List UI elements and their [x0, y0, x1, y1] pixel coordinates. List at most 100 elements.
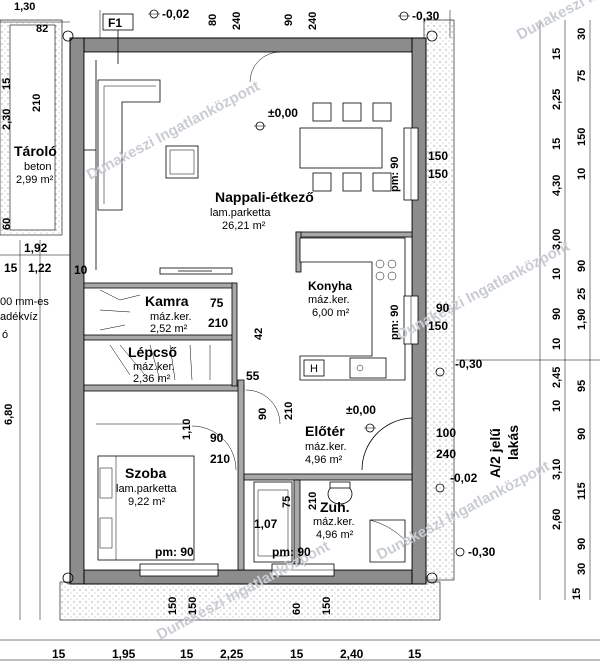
right-inner-2: 150	[576, 128, 588, 146]
room-szoba-floor: lam.parketta	[116, 483, 177, 495]
door-szoba-side: 1,10	[181, 419, 193, 440]
left-dim-7: 10	[74, 263, 88, 277]
door-szoba-len: 1,07	[254, 517, 278, 531]
room-szoba-area: 9,22 m²	[128, 496, 166, 508]
bottom-v-0: 150	[167, 597, 179, 615]
room-zuh-floor: máz.ker.	[313, 516, 355, 528]
right-inner-9: 90	[576, 428, 588, 440]
top-dimensions: 1,30 82 80 240 90 240	[14, 1, 319, 35]
right-inner-7: 10	[551, 338, 563, 350]
top-dim-0: 1,30	[14, 1, 35, 13]
room-konyha-area: 6,00 m²	[312, 307, 350, 319]
door-szoba-h: 210	[210, 452, 230, 466]
room-lepcso-floor: máz.ker.	[133, 361, 175, 373]
room-eloter-floor: máz.ker.	[305, 441, 347, 453]
door-eloter-b: 210	[283, 402, 295, 420]
kitchen-counter	[299, 237, 406, 381]
room-zuh-name: Zuh.	[320, 499, 350, 515]
level-nappali: ±0,00	[268, 106, 298, 120]
sofa	[97, 79, 199, 211]
door-eloter-a: 90	[257, 408, 269, 420]
right-outer-8: 10	[551, 400, 563, 412]
window-label-right-top: pm: 90	[389, 157, 401, 192]
bottom-dim-2: 15	[180, 647, 194, 661]
right-inner-0: 30	[576, 28, 588, 40]
right-inner-1: 75	[576, 70, 588, 82]
storage-left-inner	[9, 24, 56, 231]
top-dim-2: 80	[207, 14, 219, 26]
room-door-1	[191, 425, 237, 471]
right-inner-8: 95	[576, 380, 588, 392]
right-outer-0: 15	[551, 48, 563, 60]
left-dim-4: 1,92	[24, 241, 48, 255]
room-kamra-floor: máz.ker.	[150, 311, 192, 323]
bottom-dim-4: 15	[290, 647, 304, 661]
window-label-bottom-left: pm: 90	[155, 545, 194, 559]
room-kamra-area: 2,52 m²	[150, 323, 188, 335]
window-labels: pm: 90 pm: 90 pm: 90 pm: 90 150 150 90 1…	[155, 149, 450, 559]
left-dimensions: 15 2,30 210 60 1,92 15 1,22 10 6,80 00 m…	[0, 78, 88, 425]
right-outer-10: 2,60	[551, 509, 563, 530]
room-eloter-name: Előtér	[305, 423, 345, 439]
bottom-dim-5: 2,40	[340, 647, 364, 661]
left-dim-1: 2,30	[1, 109, 13, 130]
fridge-label: H	[310, 363, 318, 375]
bed	[96, 423, 195, 561]
bottom-v-2: 60	[291, 603, 303, 615]
room-taroló-area: 2,99 m²	[16, 174, 54, 186]
right-outer-7: 2,45	[551, 367, 563, 388]
door-entry-h: 240	[436, 447, 456, 461]
right-outer-6: 1,90	[576, 309, 588, 330]
right-outer-9: 3,10	[551, 459, 563, 480]
level-right-bottom: -0,30	[468, 545, 496, 559]
neighbor-unit-line1: A/2 jelű	[487, 428, 503, 478]
bottom-dim-0: 15	[52, 647, 66, 661]
left-dim-6: 1,22	[28, 261, 52, 275]
bathroom-fixtures	[253, 481, 406, 563]
level-top-left: -0,02	[162, 7, 190, 21]
bottom-dim-3: 2,25	[220, 647, 244, 661]
right-outer-1: 2,25	[551, 89, 563, 110]
door-kamra-side: 42	[253, 328, 265, 340]
section-marker: F1	[108, 16, 122, 30]
terrace-bottom	[59, 581, 441, 621]
top-dim-4: 90	[283, 14, 295, 26]
window-size-2b: 150	[428, 319, 448, 333]
room-eloter-area: 4,96 m²	[305, 454, 343, 466]
door-kamra-w: 75	[210, 296, 224, 310]
left-note-1: adékvíz	[0, 311, 38, 323]
room-taroló-name: Tároló	[14, 143, 57, 159]
room-lepcso-area: 2,36 m²	[133, 373, 171, 385]
right-inner-10: 115	[576, 482, 588, 500]
door-zuh-w: 75	[281, 496, 293, 508]
room-nappali-area: 26,21 m²	[222, 220, 266, 232]
level-markers: -0,02 -0,30 ±0,00 ±0,00 -0,30 -0,02 -0,3…	[148, 7, 496, 559]
door-lepcso-w: 55	[246, 369, 260, 383]
right-inner-6: 90	[551, 308, 563, 320]
left-dim-8: 6,80	[3, 404, 15, 425]
right-outer-4: 3,00	[551, 229, 563, 250]
window-size-1a: 150	[428, 149, 448, 163]
entry-door	[361, 417, 413, 471]
level-right-mid: -0,30	[455, 357, 483, 371]
stairs	[99, 267, 233, 381]
door-entry-w: 100	[436, 426, 456, 440]
room-door-2	[249, 51, 281, 83]
left-dim-5: 15	[4, 261, 18, 275]
room-taroló-floor: beton	[24, 161, 52, 173]
left-dim-2: 210	[31, 94, 43, 112]
grid-lines	[0, 10, 600, 661]
right-inner-5: 25	[576, 288, 588, 300]
window-size-2a: 90	[436, 301, 450, 315]
left-dim-3: 60	[1, 218, 13, 230]
window-label-bottom-mid: pm: 90	[272, 545, 311, 559]
bottom-dim-6: 15	[408, 647, 422, 661]
room-lepcso-name: Lépcső	[128, 344, 177, 360]
neighbor-unit-line2: lakás	[505, 425, 521, 460]
room-labels: Nappali-étkező lam.parketta 26,21 m² Kon…	[14, 143, 521, 541]
room-konyha-name: Konyha	[308, 279, 352, 293]
left-dim-0: 15	[1, 78, 13, 90]
room-nappali-floor: lam.parketta	[210, 207, 271, 219]
bottom-dimensions: 15 1,95 15 2,25 15 2,40 15 150 150 60 15…	[52, 597, 422, 661]
